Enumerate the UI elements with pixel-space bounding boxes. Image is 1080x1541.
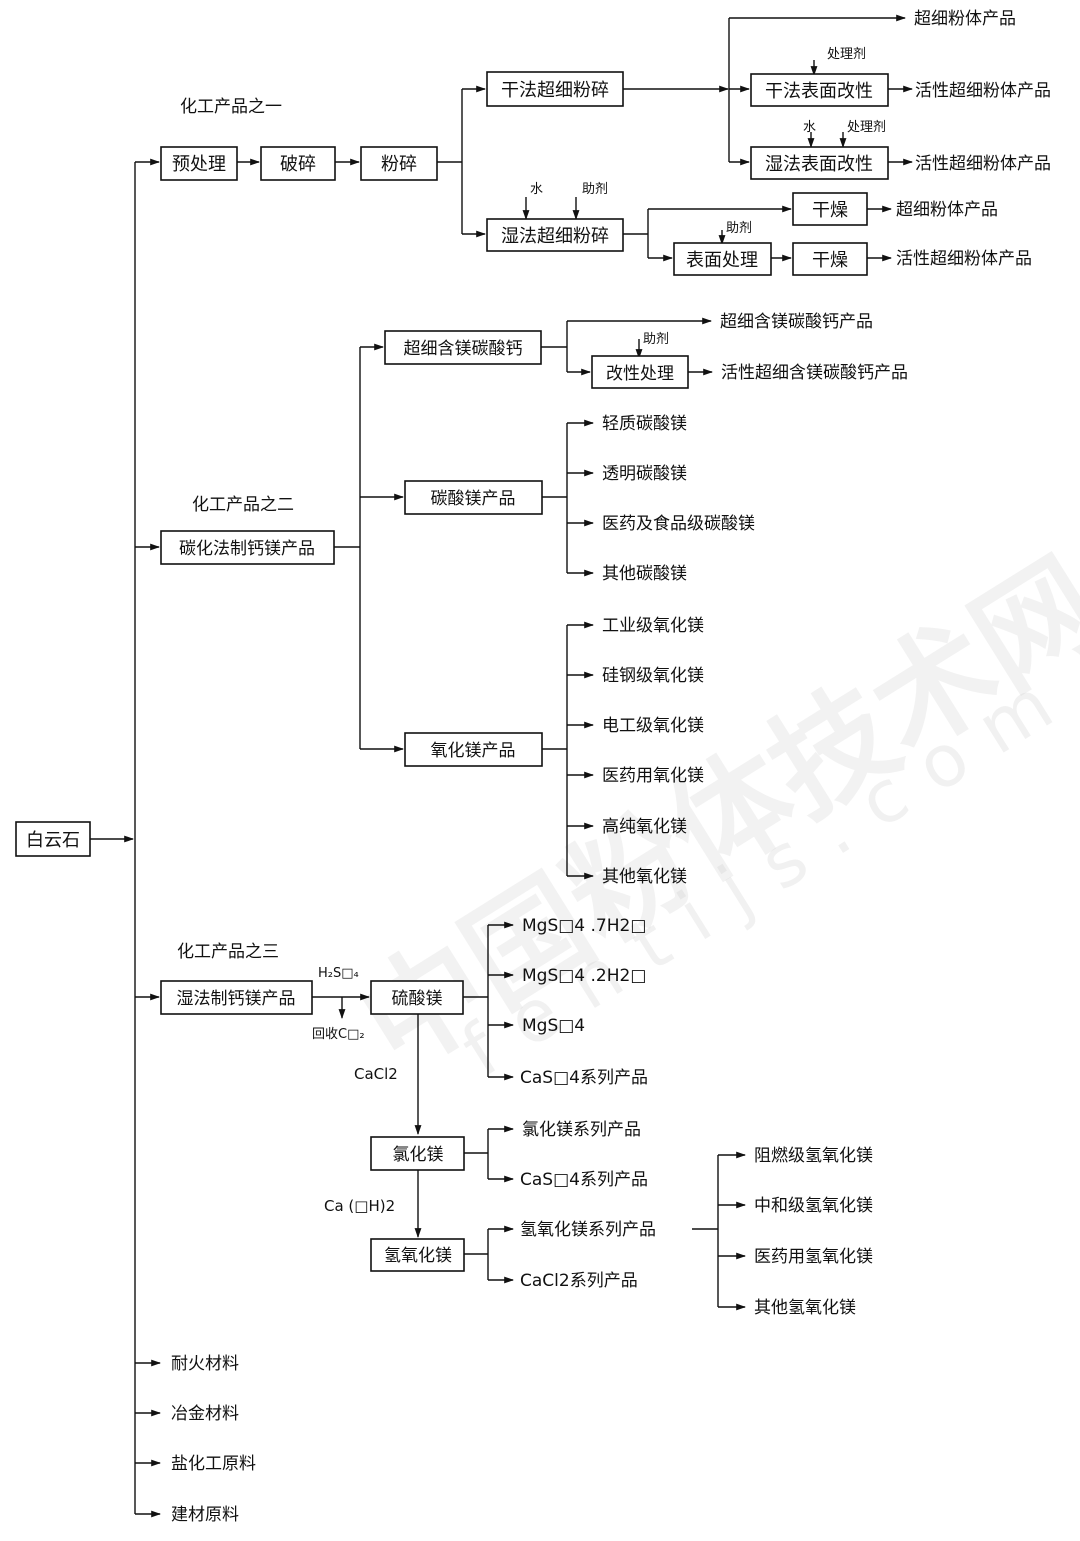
mgco3-item: 透明碳酸镁: [602, 464, 687, 484]
other-item: 建材原料: [171, 1505, 239, 1525]
boxes: [15, 71, 889, 1272]
box-wet-surface: [750, 146, 889, 180]
box-wet: [160, 980, 313, 1015]
dry-surface-label: 干法表面改性: [765, 81, 873, 102]
caoh-label: Ca (□H)2: [324, 1197, 395, 1215]
h2so4-label: H₂S□₄: [318, 966, 359, 981]
mgso4-label: 硫酸镁: [392, 989, 443, 1009]
mgoh-sub-item: 阻燃级氢氧化镁: [754, 1146, 873, 1166]
wet-surface-label: 湿法表面改性: [765, 154, 873, 175]
mgoh-sub-item: 中和级氢氧化镁: [754, 1196, 873, 1216]
mgoh-sub-item: 医药用氢氧化镁: [754, 1247, 873, 1267]
box-mgcl2: [370, 1136, 465, 1171]
mgo-item: 电工级氧化镁: [602, 716, 704, 736]
mgo-item: 硅钢级氧化镁: [602, 666, 704, 686]
other-item: 冶金材料: [171, 1404, 239, 1424]
dry-out1-label: 超细粉体产品: [914, 9, 1016, 29]
box-mgoh: [370, 1238, 465, 1272]
grind-label: 粉碎: [381, 154, 417, 175]
connectors: [90, 14, 913, 1518]
mgso4-item: MgS□4 .2H2□: [522, 966, 646, 986]
heading-2: 化工产品之二: [192, 495, 294, 515]
wet-out1-label: 活性超细粉体产品: [915, 154, 1051, 174]
box-mgco3: [404, 480, 543, 515]
co2-label: 回收C□₂: [312, 1027, 365, 1042]
mgo-item: 工业级氧化镁: [602, 616, 704, 636]
box-dry-a: [792, 192, 868, 226]
mgso4-item: MgS□4 .7H2□: [522, 916, 646, 936]
dry-a-out-label: 超细粉体产品: [896, 200, 998, 220]
crush-label: 破碎: [280, 154, 316, 175]
cacl2-label: CaCl2: [354, 1065, 398, 1083]
labels: 白云石 化工产品之一 化工产品之二 化工产品之三 预处理 破碎 粉碎 干法超细粉…: [26, 9, 1051, 1525]
box-dry-surface: [750, 73, 889, 107]
dry-b-out-label: 活性超细粉体产品: [896, 249, 1032, 269]
water1-label: 水: [803, 120, 816, 135]
wet-label: 湿法制钙镁产品: [177, 989, 296, 1009]
box-root: [15, 821, 91, 857]
modify-out-label: 活性超细含镁碳酸钙产品: [721, 363, 908, 383]
box-crush: [260, 146, 336, 181]
mgcl2-label: 氯化镁: [393, 1145, 444, 1165]
dry-out2-label: 活性超细粉体产品: [915, 81, 1051, 101]
box-wet-grind: [486, 218, 624, 252]
heading-1: 化工产品之一: [180, 97, 282, 117]
modify-label: 改性处理: [606, 364, 674, 384]
mgoh-sub-item: 其他氢氧化镁: [754, 1298, 856, 1318]
mgcl2-item: CaS□4系列产品: [520, 1170, 648, 1190]
mgo-item: 高纯氧化镁: [602, 817, 687, 837]
dry-a-label: 干燥: [812, 200, 848, 221]
water2-label: 水: [530, 182, 543, 197]
dry-b-label: 干燥: [812, 250, 848, 271]
wet-grind-label: 湿法超细粉碎: [501, 226, 609, 247]
mgso4-item: CaS□4系列产品: [520, 1068, 648, 1088]
box-surface-treat: [673, 242, 772, 276]
mgoh-item: 氢氧化镁系列产品: [520, 1220, 656, 1240]
agent2-label: 处理剂: [847, 120, 886, 135]
mgco3-item: 轻质碳酸镁: [602, 414, 687, 434]
modify-aid-label: 助剂: [643, 332, 669, 347]
dry-grind-label: 干法超细粉碎: [501, 80, 609, 101]
mgso4-item: MgS□4: [522, 1016, 585, 1036]
mgo-item: 其他氧化镁: [602, 867, 687, 887]
heading-3: 化工产品之三: [177, 942, 279, 962]
mgo-item: 医药用氧化镁: [602, 766, 704, 786]
mgcl2-item: 氯化镁系列产品: [522, 1120, 641, 1140]
other-item: 耐火材料: [171, 1354, 239, 1374]
mgoh-label: 氢氧化镁: [384, 1246, 452, 1266]
mgo-label: 氧化镁产品: [431, 741, 516, 761]
other-item: 盐化工原料: [171, 1454, 256, 1474]
mgco3-item: 其他碳酸镁: [602, 564, 687, 584]
agent1-label: 处理剂: [827, 47, 866, 62]
ultra-label: 超细含镁碳酸钙: [404, 339, 523, 359]
mgoh-item: CaCl2系列产品: [520, 1271, 638, 1291]
box-mgso4: [370, 980, 464, 1015]
pretreat-label: 预处理: [172, 154, 226, 175]
mgco3-item: 医药及食品级碳酸镁: [602, 514, 755, 534]
box-mgo: [404, 732, 543, 767]
ultra-out-label: 超细含镁碳酸钙产品: [720, 312, 873, 332]
carbon-label: 碳化法制钙镁产品: [179, 539, 315, 559]
mgco3-label: 碳酸镁产品: [431, 489, 516, 509]
box-carbon: [160, 530, 335, 565]
box-dry-b: [792, 242, 868, 276]
box-grind: [360, 146, 438, 181]
box-dry-grind: [486, 71, 624, 107]
box-ultra: [384, 330, 542, 365]
root-label: 白云石: [26, 830, 80, 851]
box-pretreat: [160, 146, 238, 181]
box-modify: [591, 355, 689, 389]
aid1-label: 助剂: [582, 182, 608, 197]
surface-treat-label: 表面处理: [686, 250, 758, 271]
aid2-label: 助剂: [726, 221, 752, 236]
